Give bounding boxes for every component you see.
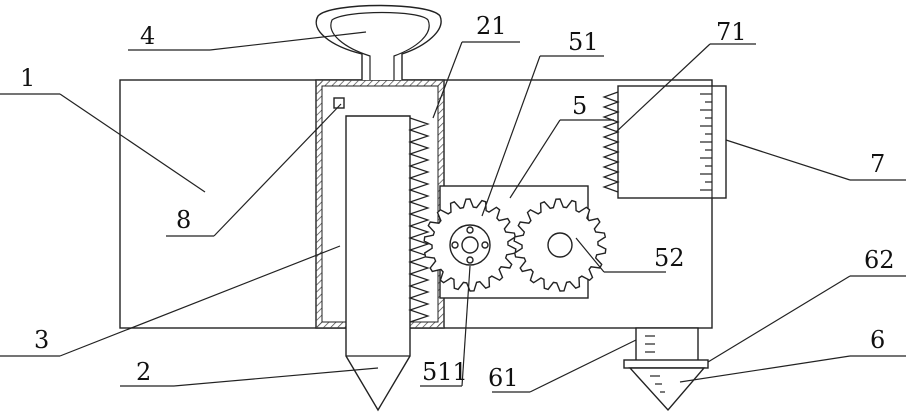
label-7: 7 xyxy=(870,150,885,178)
bottom-probe xyxy=(624,328,708,410)
label-3: 3 xyxy=(34,326,49,354)
label-62: 62 xyxy=(864,246,895,274)
label-51: 51 xyxy=(568,28,599,56)
label-2: 2 xyxy=(136,358,151,386)
label-61: 61 xyxy=(488,364,519,392)
label-21: 21 xyxy=(476,12,507,40)
gear-52-hub xyxy=(548,233,572,257)
label-71: 71 xyxy=(716,18,747,46)
label-4: 4 xyxy=(140,22,155,50)
label-52: 52 xyxy=(654,244,685,272)
label-1: 1 xyxy=(20,64,35,92)
plunger-rod xyxy=(346,116,410,410)
label-6: 6 xyxy=(870,326,885,354)
label-511: 511 xyxy=(422,358,468,386)
handle xyxy=(316,6,441,81)
label-5: 5 xyxy=(572,92,587,120)
label-8: 8 xyxy=(176,206,191,234)
